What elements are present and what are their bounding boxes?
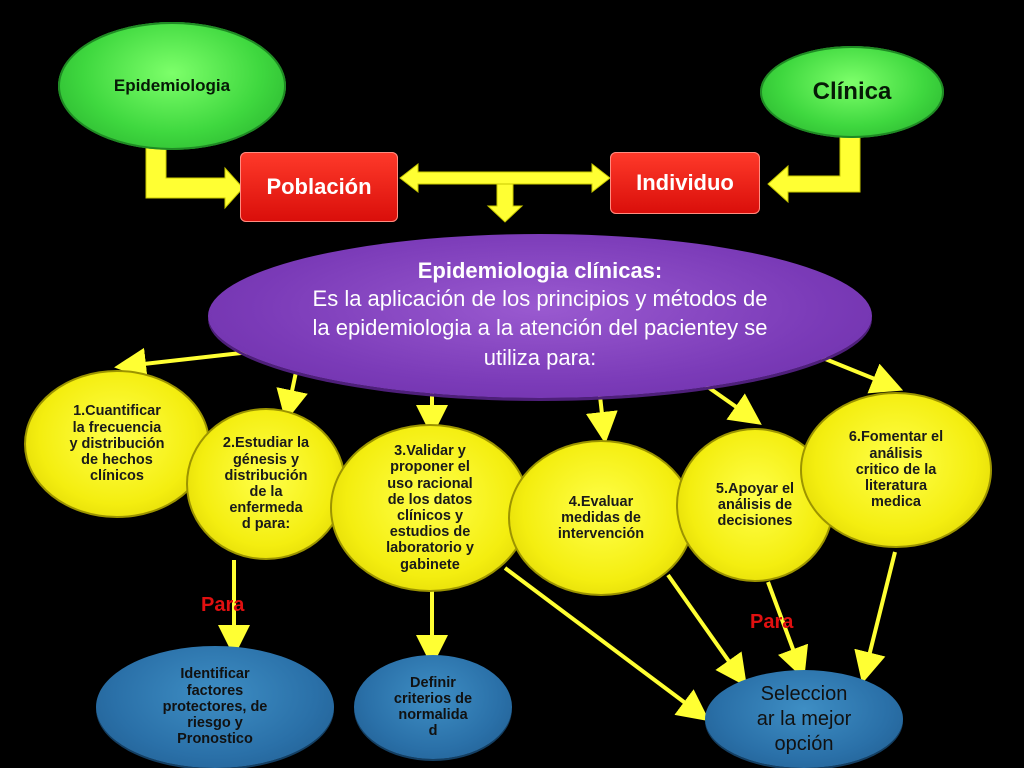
use-label-6: 6.Fomentar el análisis critico de la lit… xyxy=(848,429,944,511)
use-label-2: 2.Estudiar la génesis y distribución de … xyxy=(222,435,310,533)
clinica-node: Clínica xyxy=(760,46,944,138)
outcome-node-1: Identificar factores protectores, de rie… xyxy=(96,646,334,768)
use-node-1: 1.Cuantificar la frecuencia y distribuci… xyxy=(24,370,210,518)
epidemiologia-label: Epidemiologia xyxy=(113,76,231,96)
para-label-right: Para xyxy=(750,611,794,633)
block-arrows xyxy=(145,135,861,223)
outcome-label-2: Definir criterios de normalida d xyxy=(393,674,473,740)
center-title: Epidemiologia clínicas: xyxy=(417,258,663,284)
clinica-to-individuo-arrow xyxy=(767,135,861,204)
para-label-left: Para xyxy=(201,594,245,616)
use-node-2: 2.Estudiar la génesis y distribución de … xyxy=(186,408,346,560)
outcome-node-3: Seleccion ar la mejor opción xyxy=(705,670,903,768)
epidemiologia-node: Epidemiologia xyxy=(58,22,286,150)
use-label-5: 5.Apoyar el análisis de decisiones xyxy=(715,480,795,530)
use-label-4: 4.Evaluar medidas de intervención xyxy=(557,493,645,543)
poblacion-label: Población xyxy=(266,173,372,199)
use-node-6: 6.Fomentar el análisis critico de la lit… xyxy=(800,392,992,548)
use-label-1: 1.Cuantificar la frecuencia y distribuci… xyxy=(69,403,165,485)
center-definition-oval: Epidemiologia clínicas: Es la aplicación… xyxy=(208,234,872,398)
use-node-4: 4.Evaluar medidas de intervención xyxy=(508,440,694,596)
outcome-label-3: Seleccion ar la mejor opción xyxy=(756,682,852,755)
center-body: Es la aplicación de los principios y mét… xyxy=(312,285,768,371)
individuo-box: Individuo xyxy=(610,152,760,214)
down-to-center-arrow xyxy=(486,183,524,223)
clinica-label: Clínica xyxy=(812,77,892,105)
use-node-3: 3.Validar y proponer el uso racional de … xyxy=(330,424,530,592)
outcome-node-2: Definir criterios de normalida d xyxy=(354,655,512,759)
poblacion-box: Población xyxy=(240,152,398,222)
use-label-3: 3.Validar y proponer el uso racional de … xyxy=(386,443,474,573)
outcome-label-1: Identificar factores protectores, de rie… xyxy=(162,666,268,748)
use-node-5: 5.Apoyar el análisis de decisiones xyxy=(676,428,834,582)
epi-to-poblacion-arrow xyxy=(145,139,244,210)
individuo-label: Individuo xyxy=(636,169,734,195)
thin-arrows xyxy=(114,347,904,722)
